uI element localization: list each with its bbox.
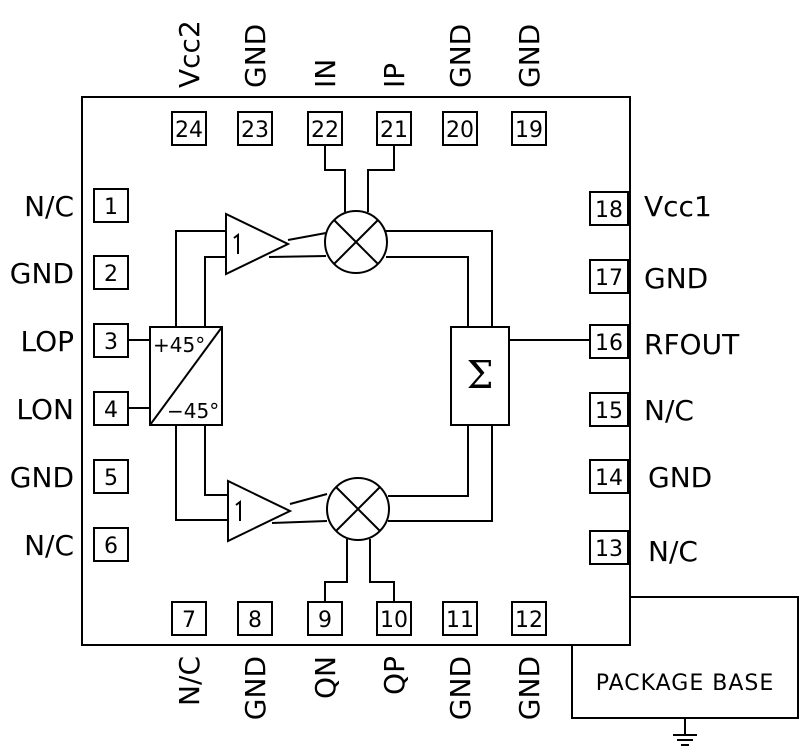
pin-10: 10 QP <box>376 601 412 695</box>
chip-body <box>81 96 631 646</box>
pins-top: 24 Vcc2 23 GND 22 IN 21 IP 20 GND 19 GND <box>171 20 547 146</box>
pin-4: 4 LON <box>16 391 129 426</box>
svg-text:21: 21 <box>380 118 408 143</box>
pin-11: 11 GND <box>442 601 478 720</box>
svg-text:N/C: N/C <box>648 535 698 568</box>
svg-text:19: 19 <box>515 118 543 143</box>
svg-text:GND: GND <box>513 656 546 720</box>
lower-amplifier-icon <box>227 479 293 543</box>
svg-text:4: 4 <box>104 398 118 423</box>
pin-1: 1 N/C <box>24 188 129 223</box>
svg-text:GND: GND <box>644 262 708 295</box>
svg-text:18: 18 <box>595 198 623 223</box>
upper-lo-path <box>175 230 226 327</box>
svg-text:GND: GND <box>444 656 477 720</box>
svg-text:14: 14 <box>595 466 623 491</box>
svg-text:20: 20 <box>446 118 474 143</box>
svg-text:15: 15 <box>595 399 623 424</box>
pin-12: 12 GND <box>511 601 547 720</box>
svg-text:17: 17 <box>595 266 623 291</box>
svg-text:10: 10 <box>380 608 408 633</box>
lower-lo-path <box>175 425 228 521</box>
svg-text:N/C: N/C <box>24 529 74 562</box>
q-input-wires <box>324 539 395 602</box>
pins-left: 1 N/C 2 GND 3 LOP 4 LON 5 GND 6 N/C <box>10 188 129 562</box>
svg-text:6: 6 <box>104 534 118 559</box>
pin-5: 5 GND <box>10 459 129 494</box>
svg-text:12: 12 <box>515 608 543 633</box>
pin-17: 17 GND <box>589 259 708 295</box>
i-input-wires <box>324 145 395 212</box>
svg-text:N/C: N/C <box>173 656 206 706</box>
summer-block: Σ <box>450 326 510 426</box>
svg-text:8: 8 <box>248 608 262 633</box>
pin-23: 23 GND <box>237 24 273 146</box>
svg-text:GND: GND <box>239 24 272 88</box>
pin-18: 18 Vcc1 <box>589 190 712 226</box>
svg-text:23: 23 <box>241 118 269 143</box>
svg-text:LON: LON <box>16 393 74 426</box>
svg-text:1: 1 <box>104 195 118 220</box>
upper-mixer-icon <box>324 210 388 274</box>
pin-14: 14 GND <box>589 459 712 494</box>
pin-19: 19 GND <box>511 24 547 146</box>
ground-icon <box>673 734 697 746</box>
summer-sigma-icon: Σ <box>467 353 494 397</box>
phase-minus-45-label: −45° <box>167 399 219 423</box>
phase-shifter-block: +45° −45° <box>149 326 223 426</box>
upper-amplifier-icon <box>225 212 291 276</box>
pin-15: 15 N/C <box>589 392 694 427</box>
pin-3: 3 LOP <box>20 323 129 358</box>
pin-8: 8 GND <box>237 601 273 720</box>
svg-text:5: 5 <box>104 466 118 491</box>
pin-13: 13 N/C <box>589 530 698 568</box>
svg-text:2: 2 <box>104 262 118 287</box>
svg-text:QP: QP <box>378 656 411 695</box>
pin-21: 21 IP <box>376 63 412 146</box>
package-base-label: PACKAGE BASE <box>596 671 775 696</box>
pin-9: 9 QN <box>307 601 343 699</box>
svg-text:GND: GND <box>239 656 272 720</box>
package-base: PACKAGE BASE <box>571 596 799 746</box>
svg-text:QN: QN <box>309 656 342 699</box>
svg-text:IP: IP <box>378 63 411 88</box>
phase-plus-45-label: +45° <box>153 333 205 357</box>
pins-bottom: 7 N/C 8 GND 9 QN 10 QP 11 GND 12 GND <box>171 601 547 720</box>
svg-text:16: 16 <box>595 331 623 356</box>
svg-text:N/C: N/C <box>24 190 74 223</box>
pin-7: 7 N/C <box>171 601 207 706</box>
pin-16: 16 RFOUT <box>589 324 740 361</box>
svg-text:Vcc1: Vcc1 <box>644 190 712 223</box>
amp-to-mixer-wires <box>268 232 328 524</box>
svg-text:LOP: LOP <box>20 325 74 358</box>
svg-text:11: 11 <box>446 608 474 633</box>
svg-text:Vcc2: Vcc2 <box>173 20 206 88</box>
svg-text:GND: GND <box>10 257 74 290</box>
pin-20: 20 GND <box>442 24 478 146</box>
svg-text:GND: GND <box>648 461 712 494</box>
svg-text:13: 13 <box>595 537 623 562</box>
svg-text:GND: GND <box>444 24 477 88</box>
svg-text:IN: IN <box>309 59 342 88</box>
pins-right: 18 Vcc1 17 GND 16 RFOUT 15 N/C 14 GND 13… <box>589 190 740 568</box>
lo-input-wires <box>128 339 150 409</box>
pin-24: 24 Vcc2 <box>171 20 207 146</box>
svg-text:7: 7 <box>182 608 196 633</box>
pin-22: 22 IN <box>307 59 343 146</box>
svg-text:N/C: N/C <box>644 394 694 427</box>
pin-6: 6 N/C <box>24 527 129 562</box>
svg-text:3: 3 <box>104 330 118 355</box>
svg-text:RFOUT: RFOUT <box>644 328 740 361</box>
pin-2: 2 GND <box>10 255 129 290</box>
mixer-to-summer-wires <box>386 230 493 522</box>
lower-mixer-icon <box>326 477 390 541</box>
svg-text:22: 22 <box>311 118 339 143</box>
svg-text:GND: GND <box>10 461 74 494</box>
svg-text:GND: GND <box>513 24 546 88</box>
svg-text:9: 9 <box>318 608 332 633</box>
svg-text:24: 24 <box>175 118 203 143</box>
